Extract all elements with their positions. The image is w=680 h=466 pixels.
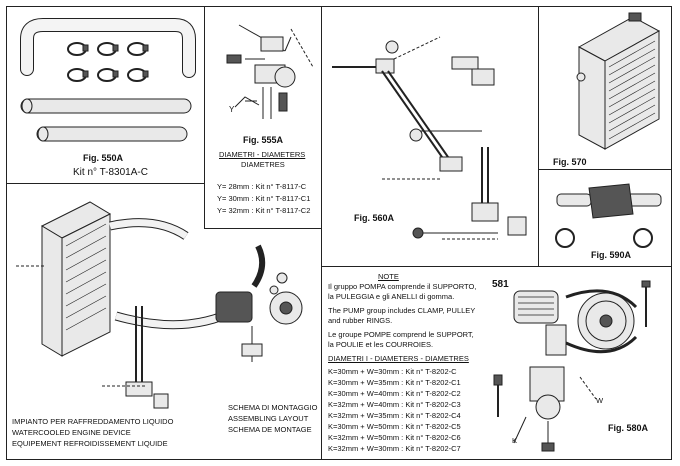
panel-fig-560a: Fig. 560A: [321, 6, 539, 267]
panel-note-fig-580a: NOTE Il gruppo POMPA comprende il SUPPOR…: [321, 266, 672, 460]
note-kit-7: K=32mm + W=50mm : Kit n° T-8202-C6: [328, 433, 461, 442]
fig-555a-item-2: Y= 30mm : Kit n° T-8117-C1: [217, 194, 311, 203]
fig-560a-label: Fig. 560A: [354, 213, 395, 223]
hose-kit-drawing: [20, 18, 196, 142]
note-line-5: Le groupe POMPE comprend le SUPPORT,: [328, 330, 474, 339]
panel-fig-590a: Fig. 590A: [538, 169, 672, 267]
fig-580a-label: Fig. 580A: [608, 423, 649, 433]
support-drawing: [226, 24, 314, 119]
note-line-4: and rubber RINGS.: [328, 316, 393, 325]
note-kit-6: K=30mm + W=50mm : Kit n° T-8202-C5: [328, 422, 461, 431]
note-line-3: The PUMP group includes CLAMP, PULLEY: [328, 306, 476, 315]
fig-555a-diam-title: DIAMETRI - DIAMETERS: [219, 150, 306, 159]
main-caption-line-3: EQUIPEMENT REFROIDISSEMENT LIQUIDE: [12, 439, 168, 448]
fig-550a-label: Fig. 550A: [83, 153, 124, 163]
fig-555a-item-1: Y= 28mm : Kit n° T-8117-C: [217, 182, 307, 191]
fig-590a-label: Fig. 590A: [591, 250, 632, 260]
fig-570-label: Fig. 570: [553, 157, 587, 167]
note-kit-8: K=32mm + W=30mm : Kit n° T-8202-C7: [328, 444, 461, 453]
clamp-icon: [67, 42, 149, 82]
note-kit-4: K=32mm + W=40mm : Kit n° T-8202-C3: [328, 400, 461, 409]
pump-group-drawing: [493, 280, 651, 452]
part-ref-581: 581: [492, 279, 509, 290]
fig-580a-k-marker: K: [512, 436, 518, 445]
fig-550a-kit: Kit n° T-8301A-C: [73, 167, 148, 178]
fig-555a-item-3: Y= 32mm : Kit n° T-8117-C2: [217, 206, 311, 215]
layout-caption-line-1: SCHEMA DI MONTAGGIO: [228, 403, 318, 412]
note-kit-1: K=30mm + W=30mm : Kit n° T-8202-C: [328, 367, 457, 376]
note-line-6: la POULIE et les COURROIES.: [328, 340, 434, 349]
radiator-drawing: [576, 12, 661, 150]
note-title: NOTE: [378, 272, 399, 281]
panel-fig-570: Fig. 570: [538, 6, 672, 170]
note-kit-5: K=32mm + W=35mm : Kit n° T-8202-C4: [328, 411, 461, 420]
note-kit-2: K=30mm + W=35mm : Kit n° T-8202-C1: [328, 378, 461, 387]
panel-fig-550a: Fig. 550A Kit n° T-8301A-C: [6, 6, 205, 184]
fig-580a-w-marker: W: [596, 396, 604, 405]
note-kit-3: K=30mm + W=40mm : Kit n° T-8202-C2: [328, 389, 461, 398]
fig-555a-label: Fig. 555A: [243, 135, 284, 145]
main-caption-line-2: WATERCOOLED ENGINE DEVICE: [12, 428, 131, 437]
bracket-drawing: [332, 36, 527, 240]
panel-fig-555a: Y Fig. 555A DIAMETRI - DIAMETERS DIAMETR…: [204, 6, 322, 229]
main-caption-line-1: IMPIANTO PER RAFFREDDAMENTO LIQUIDO: [12, 417, 174, 426]
note-diam-title: DIAMETRI I - DIAMETERS - DIAMETRES: [328, 354, 469, 363]
note-line-2: la PULEGGIA e gli ANELLI di gomma.: [328, 292, 455, 301]
fig-555a-diam-subtitle: DIAMETRES: [241, 160, 285, 169]
fig-555a-y-marker: Y: [229, 105, 235, 114]
layout-caption-line-3: SCHEMA DE MONTAGE: [228, 425, 312, 434]
thermostat-drawing: [555, 183, 662, 248]
note-line-1: Il gruppo POMPA comprende il SUPPORTO,: [328, 282, 477, 291]
system-drawing: [16, 201, 303, 409]
layout-caption-line-2: ASSEMBLING LAYOUT: [228, 414, 309, 423]
